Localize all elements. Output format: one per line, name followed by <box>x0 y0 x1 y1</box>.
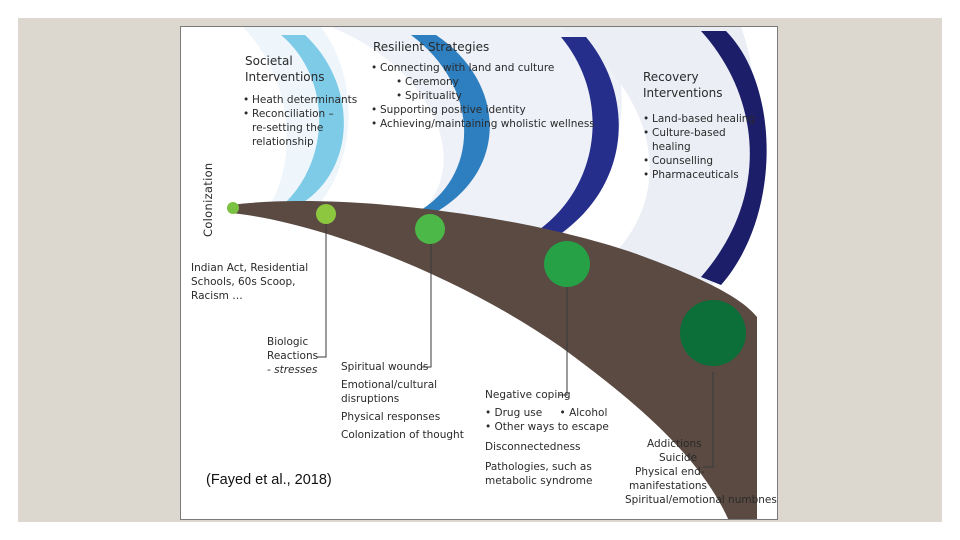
recovery-title-line1: Recovery <box>643 70 699 84</box>
list-item: Counselling <box>643 154 755 168</box>
negative-coping-row: • Drug use • Alcohol <box>485 407 608 419</box>
negative-coping-block: Negative coping • Drug use • Alcohol • O… <box>485 388 609 488</box>
list-item: Land-based healing <box>643 112 755 126</box>
societal-title: Societal Interventions <box>245 53 325 85</box>
addictions-line: manifestations <box>629 480 707 492</box>
wave-resilient-deep <box>536 37 619 237</box>
stage-circle-1 <box>227 202 239 214</box>
societal-title-line1: Societal <box>245 54 293 68</box>
negative-after-line: metabolic syndrome <box>485 475 593 487</box>
biologic-block: Biologic Reactions - stresses <box>267 335 318 377</box>
stage-circle-5 <box>680 300 746 366</box>
diagram-figure: Colonization Societal Interventions Heat… <box>180 26 778 520</box>
list-item: Ceremony <box>371 75 595 89</box>
recovery-list: Land-based healing Culture-based healing… <box>643 112 755 182</box>
indian-act-line: Schools, 60s Scoop, <box>191 276 296 288</box>
spiritual-line: Physical responses <box>341 411 441 423</box>
spiritual-line: disruptions <box>341 393 400 405</box>
list-item: Alcohol <box>569 407 608 419</box>
list-item: relationship <box>252 136 314 148</box>
negative-coping-title: Negative coping <box>485 389 571 401</box>
biologic-line: Biologic <box>267 336 309 348</box>
list-item: Drug use <box>494 407 543 419</box>
list-item: Connecting with land and culture <box>371 61 595 75</box>
list-item: re-setting the <box>252 122 324 134</box>
indian-act-block: Indian Act, Residential Schools, 60s Sco… <box>191 261 308 303</box>
stage-circle-4 <box>544 241 590 287</box>
addictions-line: Suicide <box>659 452 698 464</box>
life-pathway <box>231 201 757 519</box>
spiritual-block: Spiritual wounds Emotional/cultural disr… <box>341 360 464 442</box>
list-item: Achieving/maintaining wholistic wellness <box>371 117 595 131</box>
spiritual-line: Colonization of thought <box>341 429 464 441</box>
list-item: Pharmaceuticals <box>643 168 755 182</box>
citation: (Fayed et al., 2018) <box>206 472 332 488</box>
biologic-line: - stresses <box>267 364 318 376</box>
list-item: Heath determinants <box>243 93 357 107</box>
addictions-line: Addictions <box>647 438 702 450</box>
negative-after-line: Disconnectedness <box>485 441 581 453</box>
recovery-title-line2: Interventions <box>643 86 723 100</box>
spiritual-line: Spiritual wounds <box>341 361 429 373</box>
indian-act-line: Racism … <box>191 290 243 302</box>
colonization-label: Colonization <box>201 162 215 238</box>
list-item: Other ways to escape <box>494 421 609 433</box>
list-item: Reconciliation – <box>243 107 357 121</box>
biologic-line: Reactions <box>267 350 319 362</box>
list-item: Culture-based <box>643 126 755 140</box>
addictions-line: Spiritual/emotional numbness <box>625 494 778 506</box>
negative-coping-row: • Other ways to escape <box>485 421 609 433</box>
stage-circle-3 <box>415 214 445 244</box>
indian-act-line: Indian Act, Residential <box>191 262 309 274</box>
negative-after-line: Pathologies, such as <box>485 461 592 473</box>
addictions-block: Addictions Suicide Physical end- manifes… <box>625 437 777 507</box>
addictions-line: Physical end- <box>635 466 705 478</box>
list-item: Supporting positive identity <box>371 103 595 117</box>
resilient-title: Resilient Strategies <box>373 40 490 54</box>
societal-list: Heath determinants Reconciliation – re-s… <box>243 93 357 149</box>
societal-title-line2: Interventions <box>245 70 325 84</box>
recovery-title: Recovery Interventions <box>643 69 723 101</box>
stage-circle-2 <box>316 204 336 224</box>
list-item: healing <box>652 141 691 153</box>
wave-societal <box>281 35 344 204</box>
spiritual-line: Emotional/cultural <box>341 379 438 391</box>
resilient-list: Connecting with land and culture Ceremon… <box>371 61 595 131</box>
wave-recovery <box>701 31 767 285</box>
connector-lines <box>317 222 714 468</box>
list-item: Spirituality <box>371 89 595 103</box>
